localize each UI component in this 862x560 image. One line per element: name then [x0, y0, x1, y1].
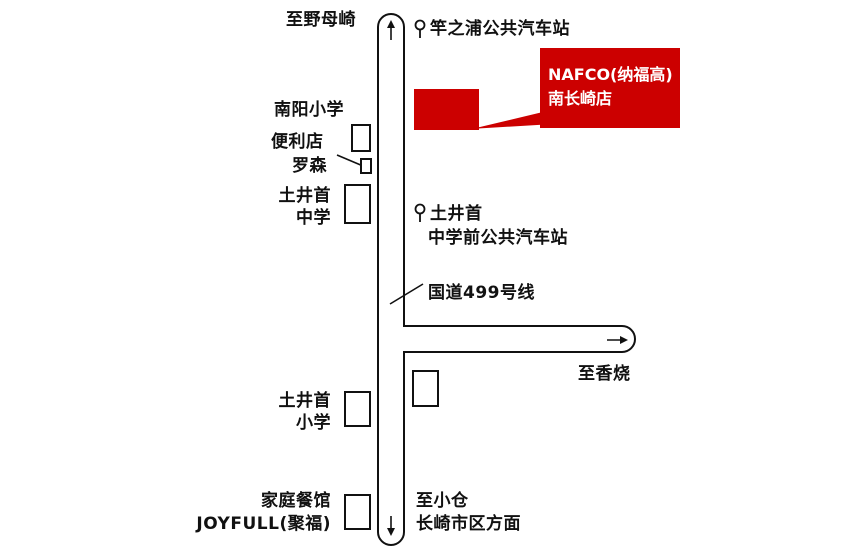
- building-east-of-road: [412, 370, 439, 407]
- bus-stop-pin-icon: [414, 19, 426, 38]
- route-499-label: 国道499号线: [428, 283, 535, 303]
- restaurant-building: [344, 494, 371, 530]
- nafco-store-marker: [414, 89, 479, 130]
- bus-stop-tsuchii-label-2: 中学前公共汽车站: [428, 228, 568, 248]
- to-kokura-label-2: 长崎市区方面: [416, 514, 521, 534]
- tsuchii-elementary-school-label-2: 小学: [296, 413, 331, 433]
- convenience-store-label: 便利店: [271, 132, 324, 152]
- convenience-store-building: [360, 158, 372, 174]
- arrow-right-icon: [607, 336, 628, 344]
- callout-branch: 南长崎店: [548, 89, 613, 108]
- tsuchii-middle-school-label-2: 中学: [296, 208, 331, 228]
- arrow-down-icon: [387, 516, 395, 536]
- route-499-leader-line: [389, 283, 424, 305]
- nanyo-school-building: [351, 124, 371, 152]
- to-koyaki-label: 至香烧: [578, 364, 631, 384]
- main-road-outline: [377, 13, 636, 546]
- convenience-store-name-label: 罗森: [292, 156, 327, 176]
- nanyo-school-label: 南阳小学: [274, 100, 344, 120]
- callout-name: NAFCO(纳福高): [548, 65, 673, 84]
- bus-stop-pin-icon: [414, 203, 426, 222]
- to-nomozaki-label: 至野母崎: [286, 10, 356, 30]
- tsuchii-middle-school-label-1: 土井首: [278, 186, 331, 206]
- nafco-callout: NAFCO(纳福高) 南长崎店: [540, 48, 680, 128]
- bus-stop-tsuchii-label-1: 土井首: [430, 204, 483, 224]
- restaurant-label-1: 家庭餐馆: [261, 491, 331, 511]
- to-kokura-label-1: 至小仓: [416, 491, 469, 511]
- tsuchii-elementary-school-building: [344, 391, 371, 427]
- restaurant-label-2: JOYFULL(聚福): [196, 514, 331, 534]
- bus-stop-saonoura-label: 竿之浦公共汽车站: [430, 19, 570, 39]
- convenience-store-leader-line: [336, 154, 364, 167]
- callout-pointer: [477, 111, 546, 129]
- arrow-up-icon: [387, 20, 395, 40]
- tsuchii-elementary-school-label-1: 土井首: [278, 391, 331, 411]
- tsuchii-middle-school-building: [344, 184, 371, 224]
